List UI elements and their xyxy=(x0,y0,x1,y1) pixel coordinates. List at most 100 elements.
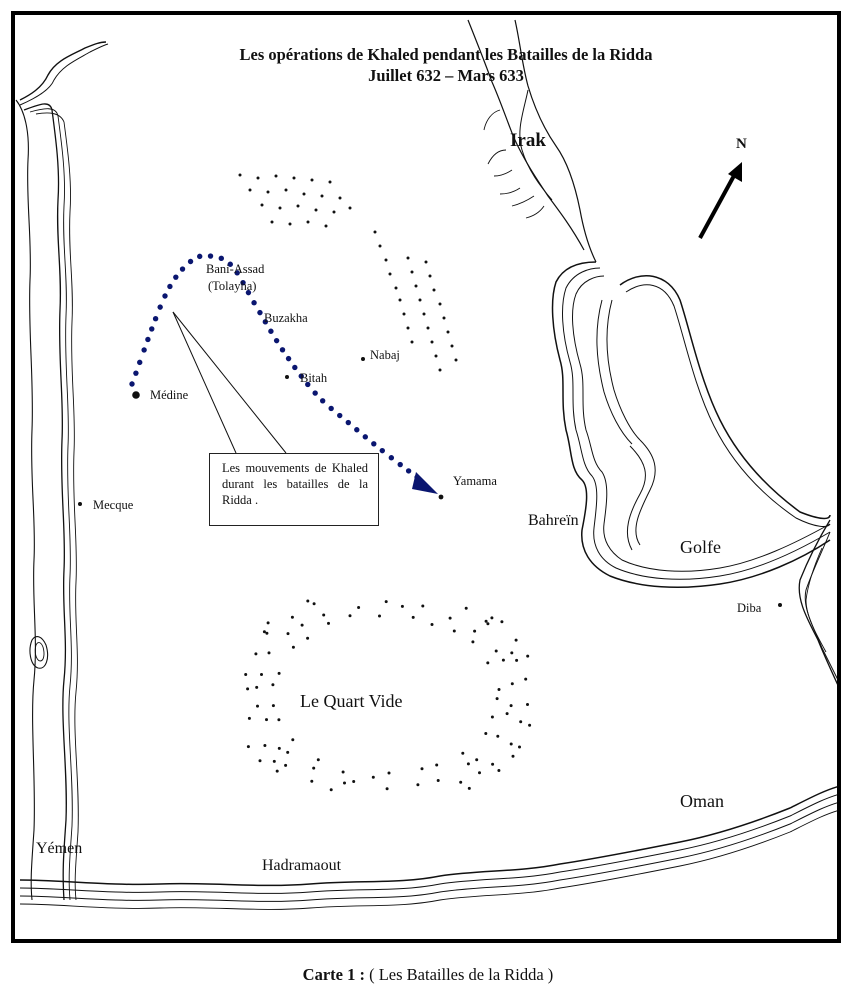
route-dot xyxy=(285,355,292,362)
desert-dot xyxy=(509,742,513,746)
desert-dot xyxy=(452,629,456,633)
route-arrowhead xyxy=(412,472,438,494)
route-dot xyxy=(234,270,240,276)
desert-dot xyxy=(262,630,266,634)
desert-dot xyxy=(514,638,518,642)
desert-dot xyxy=(277,718,281,722)
label-bahrein: Bahreïn xyxy=(528,512,579,529)
route-dot xyxy=(328,405,334,412)
desert-dot xyxy=(312,602,316,606)
desert-dot xyxy=(310,779,314,783)
desert-dot xyxy=(255,685,259,689)
rivers xyxy=(467,19,597,263)
desert-dot xyxy=(435,763,439,767)
desert-dot xyxy=(277,746,281,750)
route-dot xyxy=(371,441,377,447)
desert-dot xyxy=(515,658,519,662)
route-dot xyxy=(218,255,225,262)
route-dot xyxy=(245,289,252,296)
route-dot xyxy=(397,461,403,468)
desert-dot xyxy=(327,621,330,625)
desert-dot xyxy=(260,673,263,676)
desert-dot xyxy=(277,671,281,675)
desert-dot xyxy=(505,712,509,716)
route-dot xyxy=(162,293,168,299)
desert-dot xyxy=(490,715,494,719)
desert-dot xyxy=(244,673,248,676)
khaled-route xyxy=(129,253,420,480)
desert-dot xyxy=(352,780,356,783)
label-nabaj: Nabaj xyxy=(370,348,400,362)
desert-dot xyxy=(272,759,276,763)
caption-text: ( Les Batailles de la Ridda ) xyxy=(369,965,554,984)
desert-dot xyxy=(246,687,250,691)
desert-dot xyxy=(322,613,326,617)
route-dot xyxy=(292,364,298,371)
desert-dot xyxy=(475,758,479,762)
desert-dot xyxy=(263,744,267,747)
route-dot xyxy=(405,468,412,474)
desert-dot xyxy=(254,652,258,656)
route-dot xyxy=(319,398,326,404)
desert-dot xyxy=(266,621,270,625)
desert-dot xyxy=(265,631,269,635)
desert-dot xyxy=(494,649,498,653)
desert-dot xyxy=(329,788,333,792)
desert-dot xyxy=(464,606,468,610)
desert-dot xyxy=(378,614,381,618)
desert-dot xyxy=(459,780,463,784)
label-tolayha: (Tolayha) xyxy=(208,279,257,293)
route-legend: Les mouvements de Khaled durant les bata… xyxy=(209,453,379,526)
label-buzakha: Buzakha xyxy=(264,311,308,325)
desert-dot xyxy=(495,697,499,701)
route-dot xyxy=(345,419,351,426)
desert-dot xyxy=(484,619,488,623)
route-dot xyxy=(362,434,368,440)
desert-dot xyxy=(466,762,470,766)
city-markers xyxy=(78,357,782,607)
desert-dot xyxy=(316,758,320,762)
desert-dot xyxy=(524,677,528,681)
desert-dot xyxy=(306,599,310,603)
caption-label: Carte 1 : xyxy=(302,965,365,984)
legend-pointer xyxy=(172,311,287,454)
desert-dot xyxy=(497,769,501,772)
desert-dot xyxy=(290,615,294,619)
desert-dot xyxy=(496,734,500,738)
route-dot xyxy=(167,283,173,290)
desert-dot xyxy=(265,718,268,722)
route-dot xyxy=(298,373,304,379)
desert-dots-quart-vide xyxy=(244,599,532,792)
desert-dot xyxy=(501,658,505,662)
desert-dot xyxy=(256,704,259,708)
label-bani-assad: Bani-Assad xyxy=(206,262,265,276)
desert-dot xyxy=(486,622,490,626)
desert-dot xyxy=(420,767,424,771)
route-dot xyxy=(337,412,343,419)
desert-dot xyxy=(300,623,304,627)
label-mecque: Mecque xyxy=(93,498,134,512)
desert-dot xyxy=(467,786,471,790)
desert-dot xyxy=(286,750,290,754)
route-dot xyxy=(388,455,395,461)
route-dot xyxy=(157,304,163,310)
route-dot xyxy=(187,258,194,265)
desert-dot xyxy=(291,645,295,649)
desert-dot xyxy=(357,606,361,609)
desert-dot xyxy=(473,629,477,633)
desert-dot xyxy=(436,779,440,782)
desert-dot xyxy=(400,604,404,608)
desert-dot xyxy=(430,623,434,626)
desert-dot xyxy=(461,751,465,755)
map-title-line2: Juillet 632 – Mars 633 xyxy=(368,66,524,85)
route-dot xyxy=(152,316,159,322)
label-hadramaout: Hadramaout xyxy=(262,857,342,874)
route-dot xyxy=(240,279,246,286)
desert-dot xyxy=(348,614,352,618)
desert-dot xyxy=(306,636,310,640)
desert-dot xyxy=(271,683,275,687)
route-dot xyxy=(179,266,186,272)
desert-dot xyxy=(246,745,250,749)
desert-dot xyxy=(526,703,529,706)
desert-dots-north xyxy=(238,173,458,372)
